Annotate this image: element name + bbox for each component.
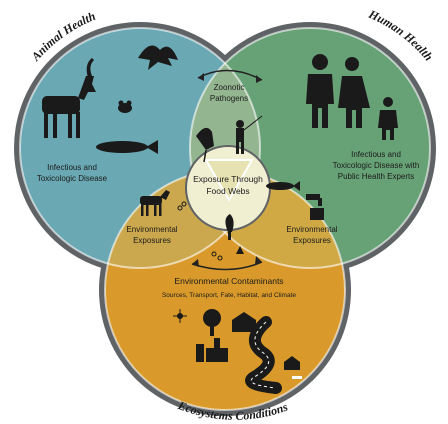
human-label-line2: Toxicologic Disease with bbox=[333, 161, 420, 170]
plant-icon bbox=[225, 214, 234, 240]
bottom-arrow bbox=[191, 261, 263, 271]
pronghorn-icon bbox=[140, 190, 170, 216]
family-icon bbox=[306, 54, 398, 140]
fish-icon-right bbox=[266, 181, 300, 191]
fish-icon-left bbox=[96, 140, 158, 154]
env-left-label-line2: Exposures bbox=[133, 236, 171, 245]
animal-eco-overlap bbox=[105, 170, 260, 268]
food-web-triangle bbox=[204, 159, 254, 203]
eco-label-line1: Environmental Contaminants bbox=[174, 276, 283, 286]
bottom-arrowhead-left bbox=[192, 259, 199, 267]
human-eco-overlap bbox=[190, 170, 345, 268]
human-label-line3: Public Health Experts bbox=[338, 172, 414, 181]
center-label-line1: Exposure Through bbox=[193, 174, 263, 184]
boat-icon bbox=[292, 376, 302, 379]
zoonotic-arrowhead-left bbox=[198, 73, 204, 81]
barn-icon bbox=[232, 312, 256, 332]
heron-icon bbox=[196, 127, 214, 163]
frog-icon bbox=[118, 100, 132, 113]
road-center-line bbox=[250, 321, 277, 389]
env-right-label-line1: Environmental bbox=[286, 225, 337, 234]
env-left-label-line1: Environmental bbox=[126, 225, 177, 234]
zoonotic-label-line1: Zoonotic bbox=[214, 83, 245, 92]
factory-icon bbox=[196, 338, 228, 362]
zoonotic-arrowhead-right bbox=[256, 75, 262, 83]
animal-label-line2: Toxicologic Disease bbox=[37, 174, 108, 183]
center-label-line2: Food Webs bbox=[206, 186, 249, 196]
zoonotic-label-line2: Pathogens bbox=[210, 94, 248, 103]
sun-icon bbox=[173, 309, 187, 323]
eco-label-line2: Sources, Transport, Fate, Habitat, and C… bbox=[162, 292, 296, 299]
tree-icon bbox=[203, 309, 221, 336]
fisherman-icon bbox=[236, 115, 263, 154]
human-inner-ring bbox=[189, 27, 431, 269]
hazard-icon bbox=[236, 246, 244, 254]
bottom-arrowhead-right bbox=[255, 256, 262, 264]
animal-inner-ring bbox=[19, 27, 261, 269]
faucet-icon bbox=[306, 194, 324, 220]
env-right-label-line2: Exposures bbox=[293, 236, 331, 245]
bird-icon bbox=[138, 45, 178, 70]
bacteria-icon bbox=[177, 201, 223, 261]
house-icon bbox=[284, 356, 300, 370]
human-label-line1: Infectious and bbox=[351, 150, 401, 159]
animal-label-line1: Infectious and bbox=[47, 163, 97, 172]
deer-icon bbox=[42, 58, 96, 138]
